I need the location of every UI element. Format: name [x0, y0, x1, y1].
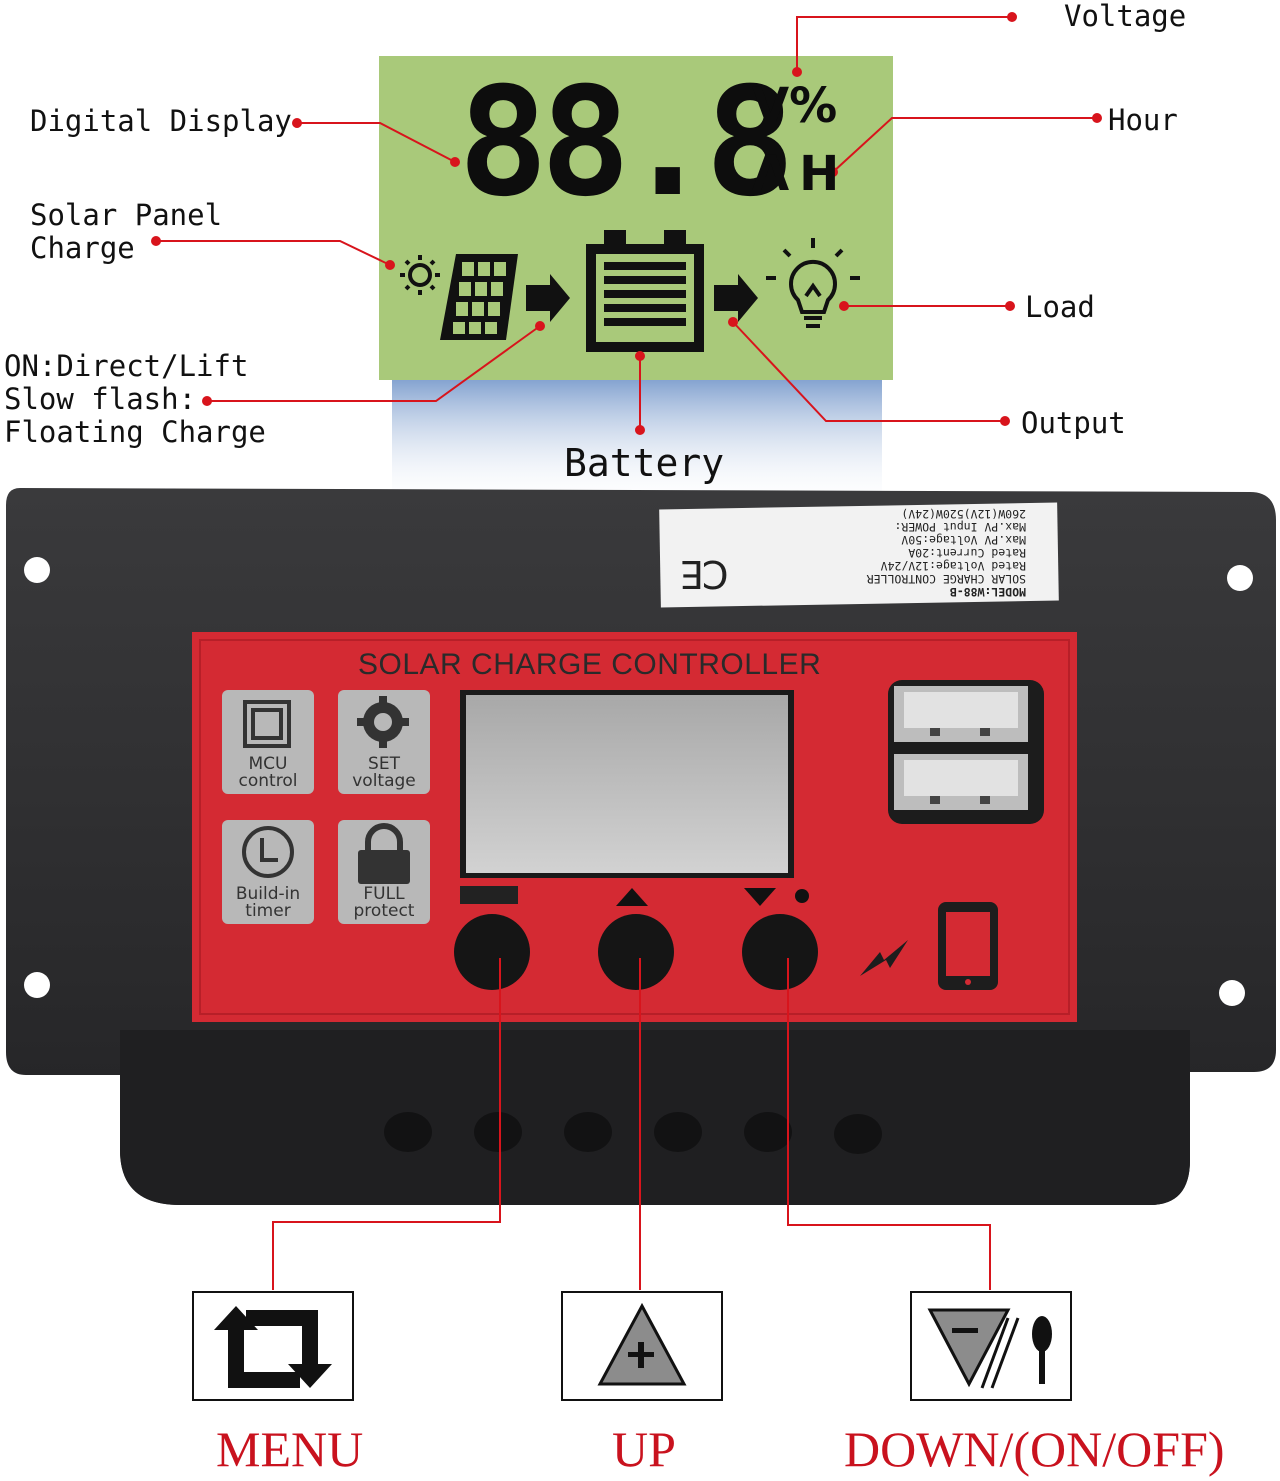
- charge-arrow-icon: [526, 274, 570, 322]
- down-button-label: DOWN/(ON/OFF): [844, 1421, 1225, 1477]
- model-line: Max.PV Input POWER:: [894, 520, 1026, 534]
- menu-cycle-icon: [214, 1306, 332, 1388]
- output-callout: Output: [1021, 406, 1126, 440]
- clock-icon: [242, 826, 294, 878]
- menu-button-label: MENU: [216, 1421, 364, 1477]
- lock-icon: [358, 823, 410, 884]
- model-line: MODEL:W88-B: [949, 585, 1026, 599]
- full-protect-label: FULL protect: [353, 884, 415, 921]
- battery-callout: Battery: [564, 441, 725, 485]
- ce-mark: CE: [682, 552, 729, 596]
- menu-physical-button[interactable]: [454, 914, 530, 990]
- model-line: Rated Current:20A: [908, 546, 1026, 560]
- lcd-unit-top: V%: [752, 78, 838, 134]
- chip-icon: [243, 700, 291, 748]
- lcd-glow: [392, 380, 882, 510]
- charge-mode-callout: ON:Direct/Lift Slow flash: Floating Char…: [4, 349, 266, 449]
- phone-icon: [938, 902, 998, 990]
- callout-dots: [151, 12, 1102, 435]
- model-sticker: [659, 502, 1059, 608]
- model-line: Max.PV Voltage:50V: [901, 533, 1026, 547]
- set-voltage-label: SET voltage: [352, 754, 416, 791]
- model-line: Rated Voltage:12V/24V: [880, 559, 1026, 573]
- up-triangle-icon: [597, 1302, 687, 1386]
- solar-panel-charge-callout: Solar Panel Charge: [30, 198, 223, 265]
- model-line: 260W(12V)520W(24V): [901, 507, 1026, 521]
- button-callout-lines: [272, 958, 991, 1290]
- sun-icon: [400, 255, 440, 295]
- panel-title: SOLAR CHARGE CONTROLLER: [358, 648, 822, 681]
- output-arrow-icon: [714, 274, 758, 322]
- solar-panel-icon: [440, 254, 518, 340]
- gear-icon: [357, 696, 409, 748]
- down-switch-icon: [927, 1308, 1052, 1389]
- lightning-icon: [860, 940, 908, 976]
- callout-lines: [156, 16, 1097, 430]
- load-callout: Load: [1025, 290, 1095, 324]
- model-line: SOLAR CHARGE CONTROLLER: [866, 572, 1026, 586]
- up-button-label: UP: [612, 1421, 676, 1477]
- lcd-unit-bottom: AH: [752, 146, 850, 202]
- battery-icon: [586, 230, 704, 352]
- up-physical-button[interactable]: [598, 914, 674, 990]
- bulb-icon: [766, 238, 860, 328]
- build-in-timer-label: Build-in timer: [235, 884, 301, 921]
- usb-ports: [888, 680, 1044, 824]
- down-physical-button[interactable]: [742, 914, 818, 990]
- mcu-control-label: MCU control: [238, 754, 298, 791]
- digital-display-callout: Digital Display: [30, 104, 292, 138]
- model-label: MODEL:W88-B SOLAR CHARGE CONTROLLER Rate…: [660, 507, 1056, 602]
- hour-callout: Hour: [1108, 103, 1178, 137]
- lcd-digits: 88.8: [458, 56, 795, 230]
- panel-button-symbols: [460, 886, 809, 906]
- voltage-callout: Voltage: [1064, 0, 1187, 33]
